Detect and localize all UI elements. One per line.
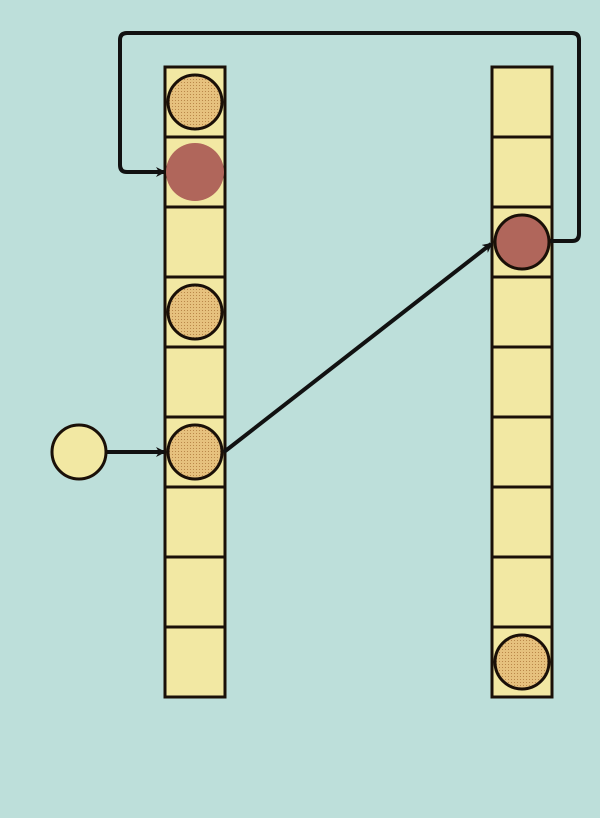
right-column <box>490 65 554 699</box>
left-cell-1-ball <box>166 73 224 131</box>
right-cell-8 <box>490 555 554 629</box>
right-cell-3-highlight-ball <box>493 213 551 271</box>
arrows-layer <box>106 31 581 457</box>
left-cell-2-highlight-ball <box>166 143 224 201</box>
loop-arrow <box>118 31 581 243</box>
right-cell-1 <box>490 65 554 139</box>
right-cell-9-ball <box>493 633 551 691</box>
right-cell-6 <box>490 415 554 489</box>
left-cell-6-ball <box>166 423 224 481</box>
columns-layer <box>163 65 554 699</box>
left-cell-9 <box>163 625 227 699</box>
left-cell-5 <box>163 345 227 419</box>
left-cell-3 <box>163 205 227 279</box>
right-cell-7 <box>490 485 554 559</box>
right-cell-4 <box>490 275 554 349</box>
left-cell-8 <box>163 555 227 629</box>
right-cell-5 <box>490 345 554 419</box>
left-cell-7 <box>163 485 227 559</box>
right-cell-2 <box>490 135 554 209</box>
left-cell-4-ball <box>166 283 224 341</box>
cross-arrow <box>222 242 493 454</box>
input-ball <box>50 423 108 481</box>
balls-layer <box>50 73 551 691</box>
